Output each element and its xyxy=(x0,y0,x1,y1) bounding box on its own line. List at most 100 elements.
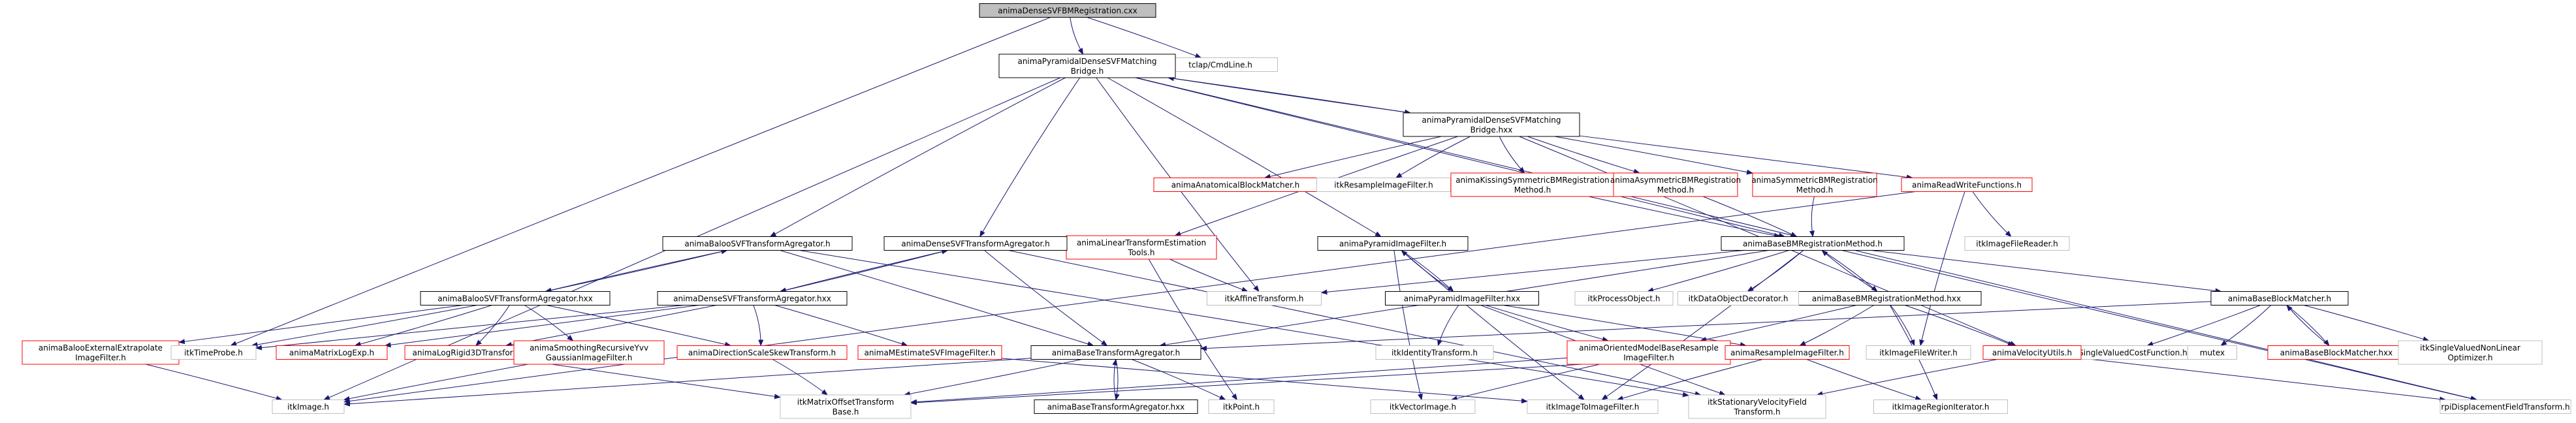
node-pyrfilter_h[interactable]: animaPyramidImageFilter.h xyxy=(1317,236,1469,251)
node-matlogexp[interactable]: animaMatrixLogExp.h xyxy=(276,345,388,360)
edge-oriented-to-itkvector xyxy=(1450,364,1600,401)
node-basetrans_hxx[interactable]: animaBaseTransformAgregator.hxx xyxy=(1034,400,1198,414)
node-oriented[interactable]: animaOrientedModelBaseResampleImageFilte… xyxy=(1566,340,1731,365)
node-box-itkstationary xyxy=(1688,394,1826,419)
edge-sym-to-baseBM_h xyxy=(1809,196,1815,238)
node-box-itkimage xyxy=(272,400,345,414)
node-box-itkvector xyxy=(1370,400,1476,414)
node-box-lintrans xyxy=(1066,235,1217,260)
edge-dense_hxx-to-dense_h xyxy=(780,249,949,292)
edge-baseBM_hxx-to-resamplefilter xyxy=(1799,305,1875,346)
node-itkaffine: itkAffineTransform.h xyxy=(1207,291,1322,306)
node-label-kissing-0: animaKissingSymmetricBMRegistration xyxy=(1455,176,1610,185)
node-smoothing[interactable]: animaSmoothingRecursiveYvvGaussianImageF… xyxy=(513,340,665,365)
node-label-velocity-0: animaVelocityUtils.h xyxy=(1992,349,2072,358)
node-timeprobe: itkTimeProbe.h xyxy=(170,345,257,360)
edge-pyrfilter_h-to-itkvector xyxy=(1393,250,1423,401)
node-mestimate[interactable]: animaMEstimateSVFImageFilter.h xyxy=(857,345,1002,360)
edge-baseBM_h-to-rpidisp xyxy=(1841,250,2477,401)
node-box-extrap xyxy=(22,340,180,365)
node-label-itkpoint-0: itkPoint.h xyxy=(1223,403,1260,412)
edge-readwrite-to-itkwriter xyxy=(1919,191,1965,347)
node-dirskew[interactable]: animaDirectionScaleSkewTransform.h xyxy=(676,345,848,360)
edge-pdsvf_h-to-pyrfilter_h xyxy=(1107,77,1382,238)
edge-blockmatcher_h-to-itksingleopt xyxy=(2303,305,2430,342)
edge-baseBM_hxx-to-oriented xyxy=(1699,305,1857,342)
node-velocity[interactable]: animaVelocityUtils.h xyxy=(1982,345,2082,360)
node-baseBM_h[interactable]: animaBaseBMRegistrationMethod.h xyxy=(1721,236,1905,251)
node-blockmatcher_hxx[interactable]: animaBaseBlockMatcher.hxx xyxy=(2267,345,2406,360)
node-box-baloo_h xyxy=(662,236,853,251)
node-blockmatcher_h[interactable]: animaBaseBlockMatcher.h xyxy=(2210,291,2349,306)
node-label-pdsvf_h-0: animaPyramidalDenseSVFMatching xyxy=(1017,57,1156,66)
node-anatomical[interactable]: animaAnatomicalBlockMatcher.h xyxy=(1153,178,1318,192)
node-box-basetrans_h xyxy=(1030,345,1201,360)
edge-oriented-to-itkmatrix xyxy=(910,357,1568,405)
node-label-kissing-1: Method.h xyxy=(1514,185,1551,195)
node-itkidentity: itkIdentityTransform.h xyxy=(1375,345,1494,360)
node-label-logrigid-0: animaLogRigid3DTransform.h xyxy=(413,349,528,358)
node-tclap: tclap/CmdLine.h xyxy=(1163,57,1278,72)
node-box-itkwriter xyxy=(1866,345,1971,360)
node-box-mestimate xyxy=(857,345,1002,360)
node-label-itkimgtoimg-0: itkImageToImageFilter.h xyxy=(1546,403,1640,412)
node-label-asym-1: Method.h xyxy=(1657,185,1694,195)
node-label-baseBM_hxx-0: animaBaseBMRegistrationMethod.hxx xyxy=(1812,294,1961,304)
node-baloo_h[interactable]: animaBalooSVFTransformAgregator.h xyxy=(662,236,853,251)
node-dense_hxx[interactable]: animaDenseSVFTransformAgregator.hxx xyxy=(657,291,848,306)
node-dense_h[interactable]: animaDenseSVFTransformAgregator.h xyxy=(883,236,1068,251)
edge-dense_hxx-to-dirskew xyxy=(753,305,764,347)
node-rpidisp: rpiDisplacementFieldTransform.h xyxy=(2440,400,2571,414)
node-label-dense_hxx-0: animaDenseSVFTransformAgregator.hxx xyxy=(673,294,831,304)
node-resamplefilter[interactable]: animaResampleImageFilter.h xyxy=(1725,345,1850,360)
node-label-basetrans_h-0: animaBaseTransformAgregator.h xyxy=(1052,349,1180,358)
node-itkimgtoimg: itkImageToImageFilter.h xyxy=(1527,400,1659,414)
edge-mestimate-to-itkimgtoimg xyxy=(1001,358,1528,404)
node-label-anatomical-0: animaAnatomicalBlockMatcher.h xyxy=(1171,181,1300,190)
node-label-asym-0: animaAsymmetricBMRegistration xyxy=(1610,176,1741,185)
node-pyrfilter_hxx[interactable]: animaPyramidImageFilter.hxx xyxy=(1385,291,1539,306)
node-baloo_hxx[interactable]: animaBalooSVFTransformAgregator.hxx xyxy=(420,291,611,306)
node-box-timeprobe xyxy=(170,345,257,360)
edge-baseBM_hxx-to-itkwriter xyxy=(1890,305,1915,347)
node-box-matlogexp xyxy=(276,345,388,360)
edge-pdsvf_hxx-to-itkresample xyxy=(1395,136,1471,179)
edge-baseBM_h-to-itkprocess xyxy=(1647,250,1790,292)
node-box-mutex xyxy=(2187,345,2237,360)
edge-basetrans_hxx-to-basetrans_h xyxy=(1112,358,1118,400)
node-root[interactable]: animaDenseSVFBMRegistration.cxx xyxy=(979,3,1156,18)
node-box-baloo_hxx xyxy=(420,291,611,306)
node-baseBM_hxx[interactable]: animaBaseBMRegistrationMethod.hxx xyxy=(1791,291,1982,306)
node-box-smoothing xyxy=(513,340,665,365)
edge-baloo_hxx-to-matlogexp xyxy=(354,305,492,347)
node-label-itksingleopt-0: itkSingleValuedNonLinear xyxy=(2420,343,2520,352)
node-label-pyrfilter_hxx-0: animaPyramidImageFilter.hxx xyxy=(1404,294,1520,304)
edge-pyrfilter_hxx-to-itkidentity xyxy=(1437,305,1459,347)
edge-blockmatcher_h-to-mutex xyxy=(2220,305,2272,347)
edge-pyrfilter_h-to-pyrfilter_hxx xyxy=(1401,250,1454,292)
edge-basetrans_h-to-basetrans_hxx xyxy=(1114,359,1120,401)
edge-baseBM_hxx-to-velocity xyxy=(1905,305,2014,346)
node-readwrite[interactable]: animaReadWriteFunctions.h xyxy=(1901,178,2033,192)
node-box-pdsvf_h xyxy=(998,54,1176,78)
node-itkpoint: itkPoint.h xyxy=(1208,400,1275,414)
node-extrap[interactable]: animaBalooExternalExtrapolateImageFilter… xyxy=(22,340,180,365)
node-box-root xyxy=(979,3,1156,18)
node-label-oriented-1: ImageFilter.h xyxy=(1623,353,1674,362)
edge-asym-to-baseBM_h xyxy=(1702,196,1798,237)
edge-dense_hxx-to-matlogexp xyxy=(384,305,699,348)
node-kissing[interactable]: animaKissingSymmetricBMRegistrationMetho… xyxy=(1450,172,1615,197)
node-basetrans_h[interactable]: animaBaseTransformAgregator.h xyxy=(1030,345,1201,360)
node-label-pyrfilter_h-0: animaPyramidImageFilter.h xyxy=(1339,240,1446,249)
node-box-kissing xyxy=(1450,172,1615,197)
node-box-pyrfilter_h xyxy=(1317,236,1469,251)
node-box-pyrfilter_hxx xyxy=(1385,291,1539,306)
node-label-itkmatrix-0: itkMatrixOffsetTransform xyxy=(797,398,895,407)
node-label-itkstationary-1: Transform.h xyxy=(1733,407,1780,416)
node-label-lintrans-0: animaLinearTransformEstimation xyxy=(1077,238,1206,247)
